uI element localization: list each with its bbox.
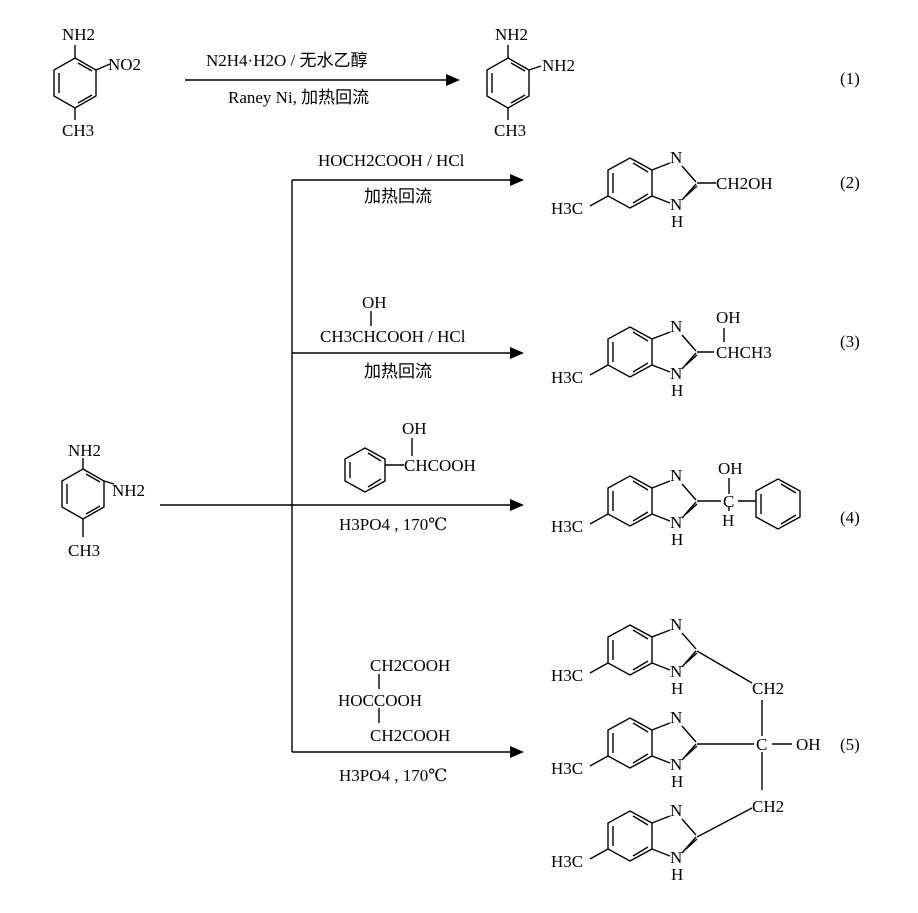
reactant-1-ch3-label: CH3 xyxy=(62,121,94,140)
reaction-5-arrowhead xyxy=(510,746,524,758)
product-1-ch3-label: CH3 xyxy=(494,121,526,140)
reaction-5-conditions-below: H3PO4 , 170℃ xyxy=(339,766,447,785)
reaction-2-arrowhead xyxy=(510,174,524,186)
start-material: NH2 NH2 CH3 xyxy=(61,441,145,560)
reactant-1-no2-label: NO2 xyxy=(108,55,141,74)
reactant-1-nh2-label: NH2 xyxy=(62,25,95,44)
product-5-top-n-label: N xyxy=(670,615,682,634)
reaction-4-conditions-below: H3PO4 , 170℃ xyxy=(339,515,447,534)
product-5-mid-n-label: N xyxy=(670,708,682,727)
reactant-1-benzene-ring xyxy=(53,45,111,120)
product-5-mid-nh-label: N xyxy=(670,755,682,774)
product-4-benzimidazole xyxy=(589,475,756,527)
reaction-5-conditions-above-1: CH2COOH xyxy=(370,656,450,675)
product-5-bot-h-label: H xyxy=(671,865,683,884)
product-3-oh-label: OH xyxy=(716,308,741,327)
product-5-benzimidazole-middle xyxy=(589,700,792,790)
product-3-benzimidazole xyxy=(589,326,725,378)
product-4-phenyl-ring xyxy=(755,478,801,530)
product-3-h-label: H xyxy=(671,381,683,400)
product-3-n-label: N xyxy=(670,317,682,336)
reaction-3-conditions-above: CH3CHCOOH / HCl xyxy=(320,327,466,346)
product-5-oh-label: OH xyxy=(796,735,821,754)
reaction-3-arrowhead xyxy=(510,347,524,359)
product-3-nh-label: N xyxy=(670,364,682,383)
product-2-h3c-label: H3C xyxy=(551,199,583,218)
reaction-4-reagent-phenyl-ring xyxy=(344,438,413,493)
start-benzene-ring xyxy=(61,458,115,537)
product-4-h-label: H xyxy=(671,530,683,549)
reaction-5: CH2COOH HOCCOOH CH2COOH H3PO4 , 170℃ N N… xyxy=(292,615,860,884)
product-5-top-nh-label: N xyxy=(670,662,682,681)
reaction-4-arrowhead xyxy=(510,499,524,511)
product-4-ch-h-label: H xyxy=(722,511,734,530)
product-5-top-h-label: H xyxy=(671,679,683,698)
product-2-n-label: N xyxy=(670,148,682,167)
product-5-bot-nh-label: N xyxy=(670,848,682,867)
product-2-benzimidazole xyxy=(589,157,716,209)
product-2-nh-label: N xyxy=(670,195,682,214)
product-5-mid-h-label: H xyxy=(671,772,683,791)
product-5-bot-ch2-label: CH2 xyxy=(752,797,784,816)
start-nh2-top-label: NH2 xyxy=(68,441,101,460)
product-5-benzimidazole-bottom xyxy=(589,807,753,862)
reaction-1-number: (1) xyxy=(840,69,860,88)
reaction-2-conditions-above: HOCH2COOH / HCl xyxy=(318,151,465,170)
reaction-3-conditions-above-oh: OH xyxy=(362,293,387,312)
reaction-3-number: (3) xyxy=(840,332,860,351)
reaction-5-conditions-above-2: HOCCOOH xyxy=(338,691,422,710)
product-5-bot-h3c-label: H3C xyxy=(551,852,583,871)
product-3-h3c-label: H3C xyxy=(551,368,583,387)
product-4-nh-label: N xyxy=(670,513,682,532)
start-ch3-label: CH3 xyxy=(68,541,100,560)
product-4-n-label: N xyxy=(670,466,682,485)
product-5-bot-n-label: N xyxy=(670,801,682,820)
reaction-2-number: (2) xyxy=(840,173,860,192)
reaction-2: HOCH2COOH / HCl 加热回流 N N H CH2OH H3C (2) xyxy=(292,148,860,231)
start-nh2-side-label: NH2 xyxy=(112,481,145,500)
product-2-h-label: H xyxy=(671,212,683,231)
product-5-c-label: C xyxy=(756,735,767,754)
product-4-c-label: C xyxy=(723,492,734,511)
product-4-h3c-label: H3C xyxy=(551,517,583,536)
product-4-oh-label: OH xyxy=(718,459,743,478)
product-1-nh2-side-label: NH2 xyxy=(542,56,575,75)
reaction-1-conditions-below: Raney Ni, 加热回流 xyxy=(228,88,369,107)
product-5-top-h3c-label: H3C xyxy=(551,666,583,685)
reaction-4-number: (4) xyxy=(840,508,860,527)
reaction-3-conditions-below: 加热回流 xyxy=(364,362,432,381)
product-5-top-ch2-label: CH2 xyxy=(752,679,784,698)
reaction-3: OH CH3CHCOOH / HCl 加热回流 N N H OH CHCH3 H… xyxy=(292,293,860,400)
product-5-benzimidazole-top xyxy=(589,624,753,684)
reaction-5-conditions-above-3: CH2COOH xyxy=(370,726,450,745)
reaction-4: OH CHCOOH H3PO4 , 170℃ N N H xyxy=(292,419,860,549)
product-5-mid-h3c-label: H3C xyxy=(551,759,583,778)
product-1-benzene-ring xyxy=(486,45,542,120)
product-2-substituent-label: CH2OH xyxy=(716,174,773,193)
reaction-4-conditions-above-oh: OH xyxy=(402,419,427,438)
reaction-1-arrowhead xyxy=(446,74,460,86)
product-3-substituent-label: CHCH3 xyxy=(716,343,772,362)
reaction-4-conditions-above: CHCOOH xyxy=(404,456,476,475)
product-1-nh2-top-label: NH2 xyxy=(495,25,528,44)
reaction-2-conditions-below: 加热回流 xyxy=(364,187,432,206)
reaction-1: NH2 NO2 CH3 N2H4·H2O / 无水乙醇 Raney Ni, 加热… xyxy=(53,25,860,140)
reaction-1-conditions-above: N2H4·H2O / 无水乙醇 xyxy=(206,51,368,70)
reaction-5-number: (5) xyxy=(840,735,860,754)
